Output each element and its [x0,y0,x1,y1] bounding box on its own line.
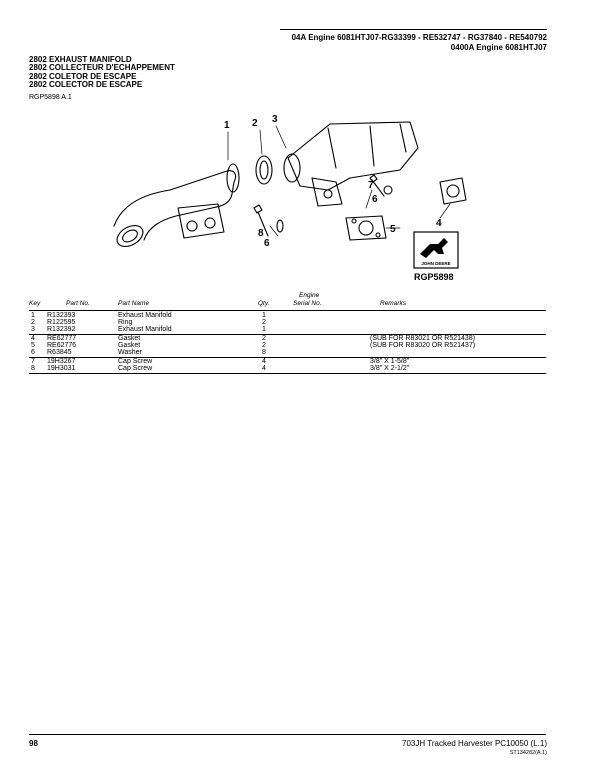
section-titles: 2802 EXHAUST MANIFOLD 2802 COLLECTEUR D'… [29,55,175,90]
table-bottom-rule [29,373,546,374]
table-row: 5 RE62776 Gasket 2 (SUB FOR R83020 OR R5… [31,342,476,349]
john-deere-logo: JOHN DEERE [413,231,459,269]
page-number: 98 [29,739,38,748]
manifold-lower-port [311,177,343,207]
group-rule [29,357,546,358]
title-french: 2802 COLLECTEUR D'ECHAPPEMENT [29,63,175,73]
manifold-inlet-collar [283,153,301,183]
title-spanish: 2802 COLECTOR DE ESCAPE [29,80,143,90]
col-remarks: Remarks [380,300,407,307]
table-row: 6 R63845 Washer 8 [31,349,266,356]
group-rule [29,334,546,335]
table-header-rule [29,310,546,311]
footer-rule [29,734,546,735]
cap-screw-part8 [253,204,269,237]
callout-6-left: 6 [264,238,270,249]
figure-label: RGP5898 [414,272,454,282]
col-part-no: Part No. [66,300,90,307]
footer-code: ST134282(A.1) [509,750,547,756]
title-portuguese: 2802 COLETOR DE ESCAPE [29,71,137,81]
callout-6-right: 6 [372,194,378,205]
pipe-outlet-left [116,224,144,248]
title-english: 2802 EXHAUST MANIFOLD [29,55,132,64]
exhaust-manifold-body-part3 [287,121,419,191]
gasket-part4 [439,177,467,205]
footer-text: 703JH Tracked Harvester PC10050 (L.1) [402,739,547,748]
gasket-part5 [345,215,387,241]
callout-3: 3 [272,114,278,125]
callout-4: 4 [436,218,442,229]
callout-8-left: 8 [258,228,264,239]
pipe-end-right [226,163,240,193]
exhaust-manifold-pipe-part1 [113,170,237,241]
callout-1: 1 [224,120,230,131]
col-key: Key [29,300,41,307]
washer-part6-left [276,219,284,233]
col-part-name: Part Name [118,300,150,307]
table-row: 4 RE62777 Gasket 2 (SUB FOR R83021 OR R5… [31,335,476,342]
table-row: 2 R122595 Ring 2 [31,319,266,326]
header-engine-range: 04A Engine 6081HTJ07-RG33399 - RE532747 … [291,33,547,42]
col-serial-line2: Serial No. [293,300,322,307]
manifold-flange-block [177,203,225,239]
cap-screw-part7 [369,174,385,197]
table-row: 3 R132392 Exhaust Manifold 1 [31,326,266,333]
logo-wordmark: JOHN DEERE [421,261,450,266]
col-qty: Qty. [258,300,270,307]
exhaust-manifold-illustration: 1 2 3 4 5 6 7 8 6 JOHN DEERE RGP5898 [113,114,467,282]
ring-part2 [255,155,273,185]
washer-part6-right [383,185,393,195]
table-row: 7 19H3267 Cap Screw 4 3/8" X 1-5/8" [31,358,410,365]
figure-reference: RGP5898 A.1 [29,94,72,101]
table-row: 8 19H3031 Cap Screw 4 3/8" X 2-1/2" [31,365,410,372]
callout-2: 2 [252,118,258,129]
callout-5: 5 [390,224,396,235]
table-row: 1 R132393 Exhaust Manifold 1 [31,312,266,319]
callout-7: 7 [368,180,374,191]
header-rule [280,29,547,30]
header-engine-model: 0400A Engine 6081HTJ07 [450,43,547,52]
col-serial-line1: Engine [299,292,320,299]
